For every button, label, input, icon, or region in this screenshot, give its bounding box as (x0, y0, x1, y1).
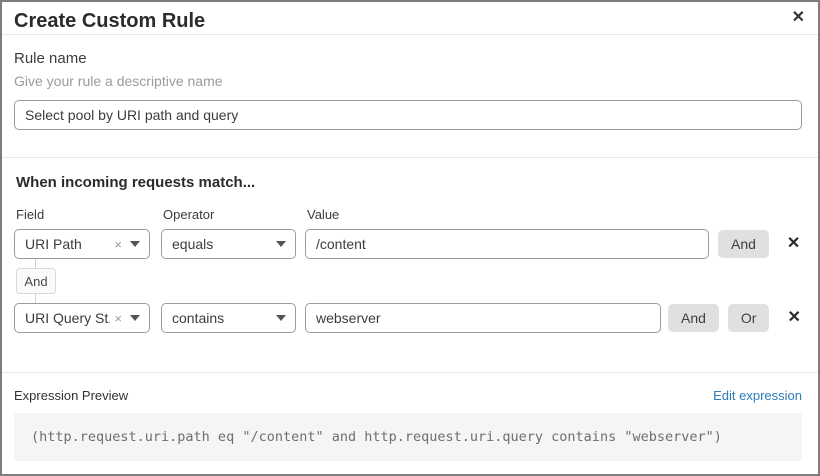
match-heading: When incoming requests match... (16, 174, 256, 191)
value-column-label: Value (307, 207, 340, 222)
chevron-down-icon (130, 241, 140, 247)
value-input-2[interactable] (305, 303, 661, 333)
connector-and-badge[interactable]: And (16, 268, 56, 294)
operator-select-2-value: contains (172, 310, 225, 326)
field-select-1[interactable]: URI Path × (14, 229, 150, 259)
field-column-label: Field (16, 207, 45, 222)
chevron-down-icon (276, 315, 286, 321)
chevron-down-icon (276, 241, 286, 247)
expression-section: Expression Preview Edit expression (http… (2, 373, 818, 461)
or-button-row-2[interactable]: Or (727, 304, 770, 332)
value-input-1[interactable] (305, 229, 709, 259)
edit-expression-link[interactable]: Edit expression (713, 388, 802, 403)
operator-select-2[interactable]: contains (161, 303, 296, 333)
rule-name-section: Rule name Give your rule a descriptive n… (2, 35, 818, 158)
rule-name-label: Rule name (14, 50, 87, 67)
rule-name-input[interactable] (14, 100, 802, 130)
condition-row-2: URI Query St... × contains And Or ✕ (14, 303, 802, 333)
connector-line-top (35, 259, 36, 268)
clear-field-icon[interactable]: × (114, 236, 122, 252)
chevron-down-icon (130, 315, 140, 321)
field-select-1-value: URI Path (25, 236, 82, 252)
delete-row-2-icon[interactable]: ✕ (787, 309, 801, 326)
expression-code-block: (http.request.uri.path eq "/content" and… (14, 413, 802, 461)
expression-code: (http.request.uri.path eq "/content" and… (31, 429, 722, 445)
delete-row-1-icon[interactable]: ✕ (786, 235, 801, 252)
dialog-header: Create Custom Rule ✕ (2, 2, 818, 35)
clear-field-icon[interactable]: × (114, 310, 122, 326)
field-select-2-value: URI Query St... (25, 310, 110, 326)
and-button-row-1[interactable]: And (718, 230, 769, 258)
operator-select-1[interactable]: equals (161, 229, 296, 259)
and-button-row-2[interactable]: And (668, 304, 719, 332)
rule-name-hint: Give your rule a descriptive name (14, 73, 223, 89)
expression-preview-label: Expression Preview (14, 388, 129, 403)
expression-header: Expression Preview Edit expression (14, 388, 802, 403)
match-section: When incoming requests match... Field Op… (2, 158, 818, 373)
row-connector: And (14, 259, 802, 303)
operator-column-label: Operator (163, 207, 215, 222)
condition-row-1: URI Path × equals And ✕ (14, 229, 802, 259)
close-icon[interactable]: ✕ (791, 9, 805, 26)
dialog-title: Create Custom Rule (14, 10, 206, 32)
operator-select-1-value: equals (172, 236, 214, 252)
field-select-2[interactable]: URI Query St... × (14, 303, 150, 333)
column-labels: Field Operator Value (14, 207, 802, 222)
connector-line-bottom (35, 294, 36, 303)
